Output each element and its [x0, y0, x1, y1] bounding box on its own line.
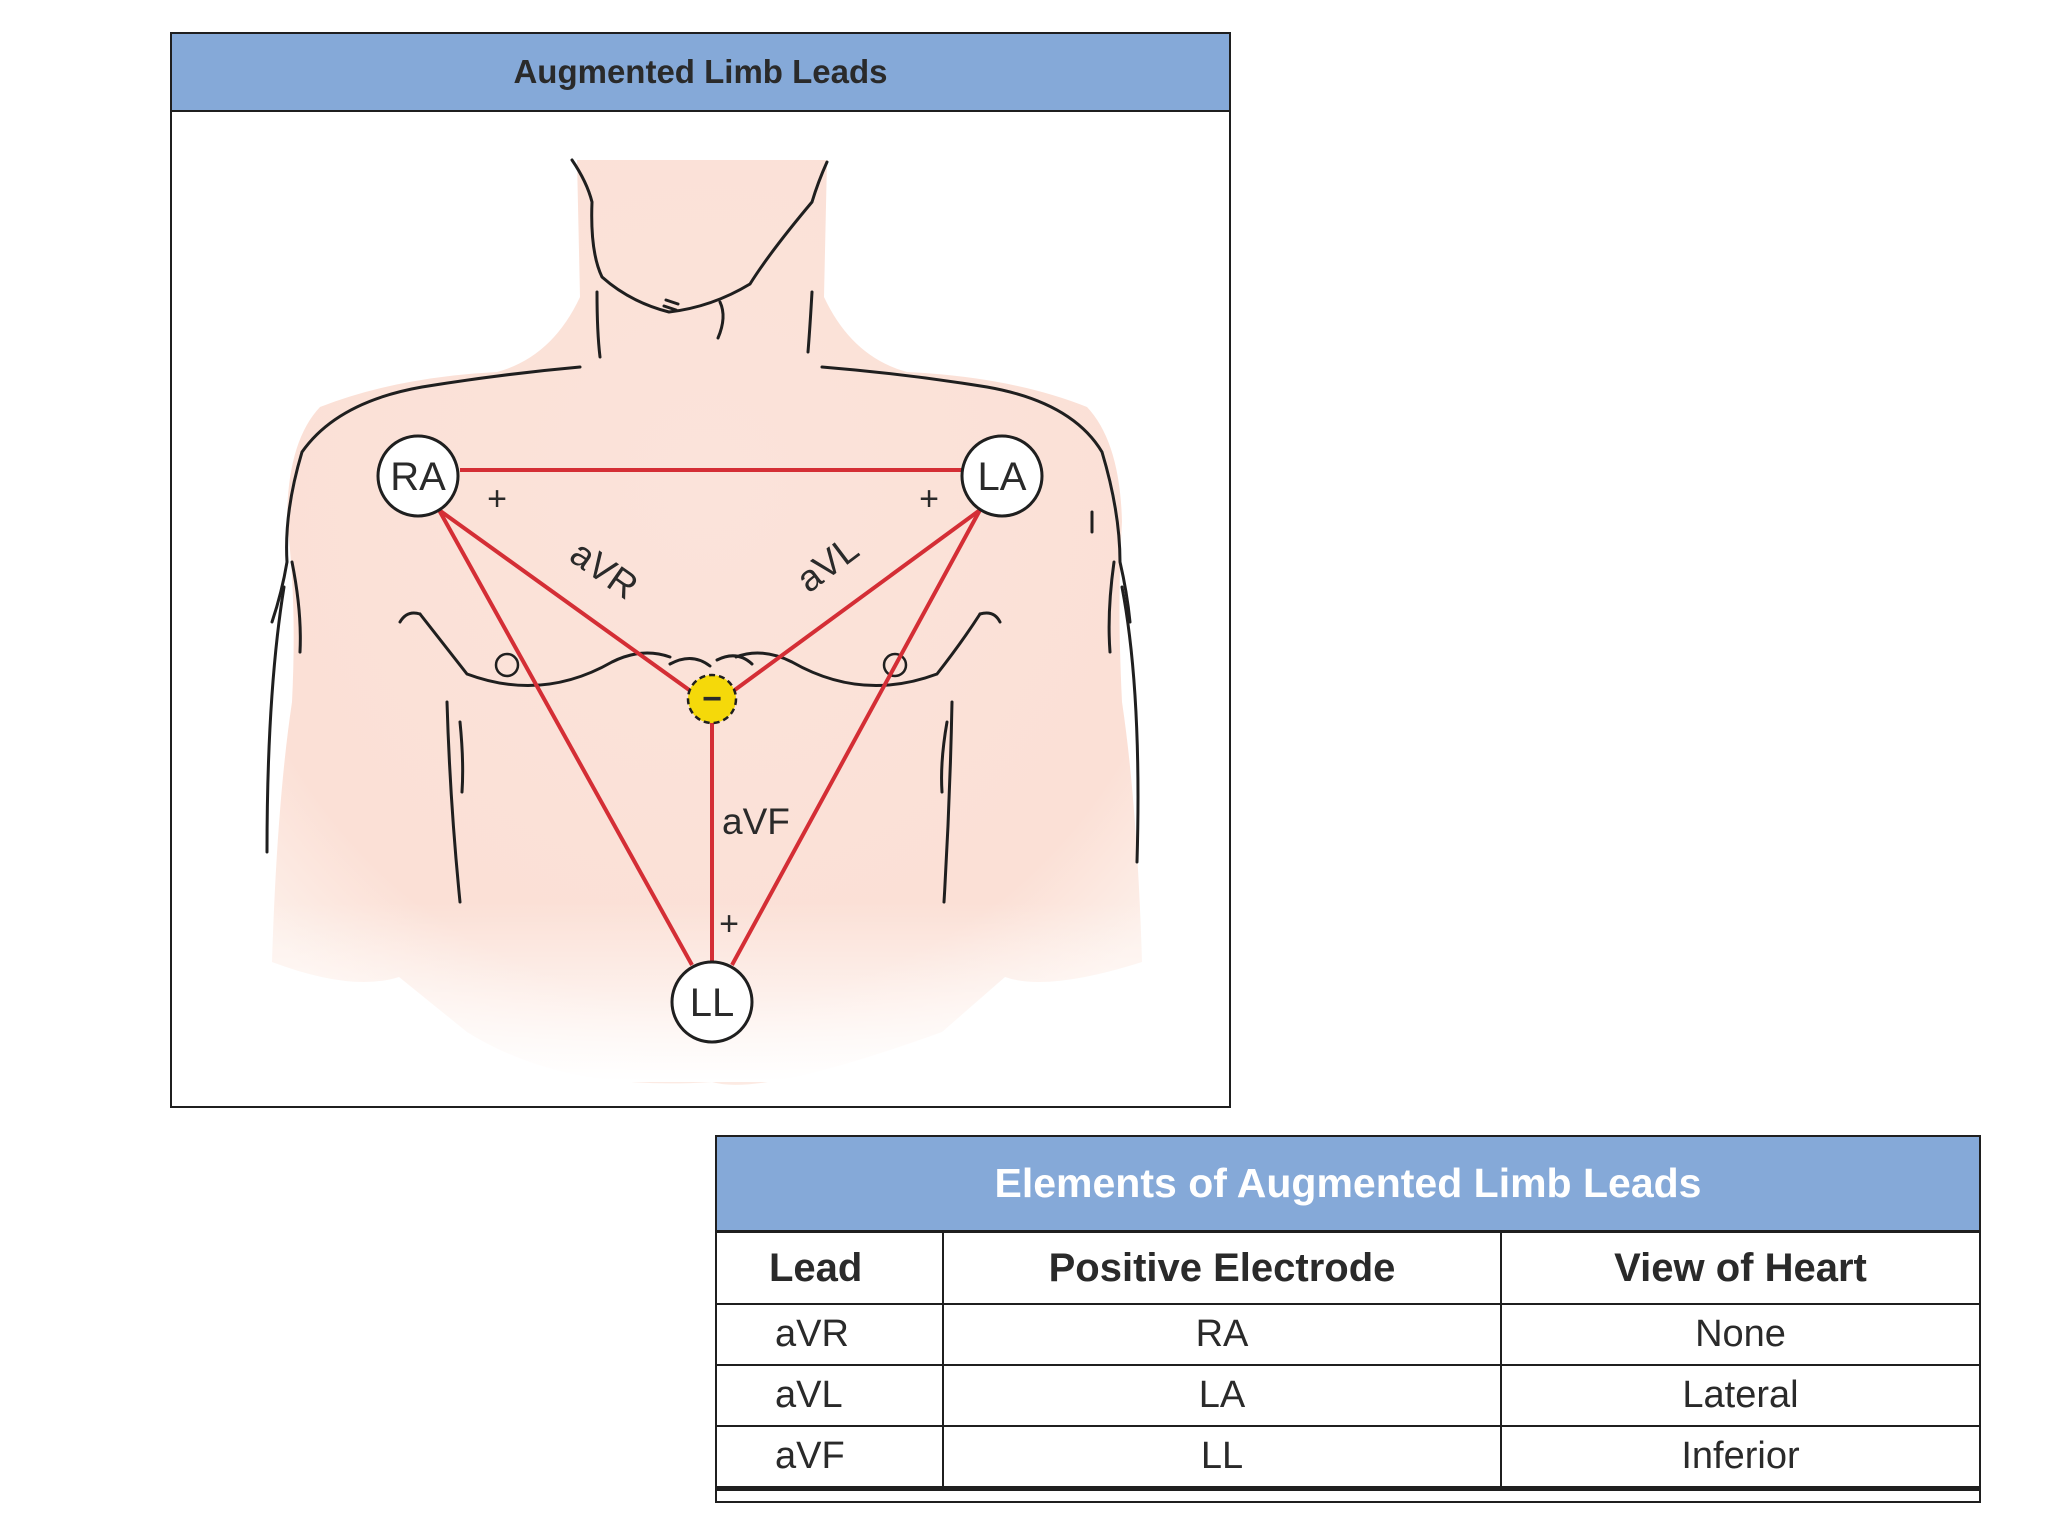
cell-lead: aVR — [717, 1303, 944, 1366]
electrode-la-label: LA — [978, 455, 1027, 499]
nipple-marks — [494, 652, 908, 678]
cell-view-of-heart: Inferior — [1500, 1425, 1979, 1488]
avl-line — [730, 508, 982, 694]
cell-view-of-heart: Lateral — [1500, 1364, 1979, 1427]
cell-lead: aVF — [717, 1425, 944, 1488]
plus-sign-ll: + — [719, 905, 739, 943]
electrode-ll-label: LL — [690, 981, 735, 1025]
plus-sign-la: + — [919, 480, 939, 518]
ra-ll-line — [437, 509, 694, 966]
cell-positive-electrode: RA — [942, 1303, 1502, 1366]
negative-sign: − — [702, 680, 722, 718]
table-row: aVF LL Inferior — [717, 1425, 1979, 1488]
avr-line — [437, 508, 694, 694]
column-header-view-of-heart: View of Heart — [1500, 1233, 1979, 1305]
plus-sign-ra: + — [487, 480, 507, 518]
column-header-lead: Lead — [717, 1233, 944, 1305]
electrode-ll: LL — [670, 960, 754, 1044]
electrode-ra: RA — [376, 434, 460, 518]
la-ll-line — [730, 509, 982, 966]
electrode-ra-label: RA — [390, 455, 446, 499]
diagram-title: Augmented Limb Leads — [172, 34, 1229, 112]
table-title: Elements of Augmented Limb Leads — [717, 1137, 1979, 1233]
column-header-positive-electrode: Positive Electrode — [942, 1233, 1502, 1305]
torso-diagram: RA LA LL − + + + aVR aVL aVF — [252, 158, 1152, 1085]
elements-table-panel: Elements of Augmented Limb Leads Lead Po… — [715, 1135, 1981, 1503]
cell-lead: aVL — [717, 1364, 944, 1427]
table-row: aVL LA Lateral — [717, 1364, 1979, 1427]
cell-positive-electrode: LA — [942, 1364, 1502, 1427]
diagram-panel: Augmented Limb Leads — [170, 32, 1231, 1108]
table-footer-rule — [717, 1488, 1979, 1501]
lead-lines — [437, 468, 982, 966]
negative-marker: − — [686, 673, 738, 725]
table-header-row: Lead Positive Electrode View of Heart — [717, 1233, 1979, 1305]
electrode-la: LA — [960, 434, 1044, 518]
elements-table: Lead Positive Electrode View of Heart aV… — [717, 1233, 1979, 1488]
cell-view-of-heart: None — [1500, 1303, 1979, 1366]
lead-label-avf: aVF — [722, 801, 790, 842]
torso-outline — [265, 158, 1140, 904]
table-row: aVR RA None — [717, 1303, 1979, 1366]
cell-positive-electrode: LL — [942, 1425, 1502, 1488]
torso-skin — [252, 160, 1152, 1085]
